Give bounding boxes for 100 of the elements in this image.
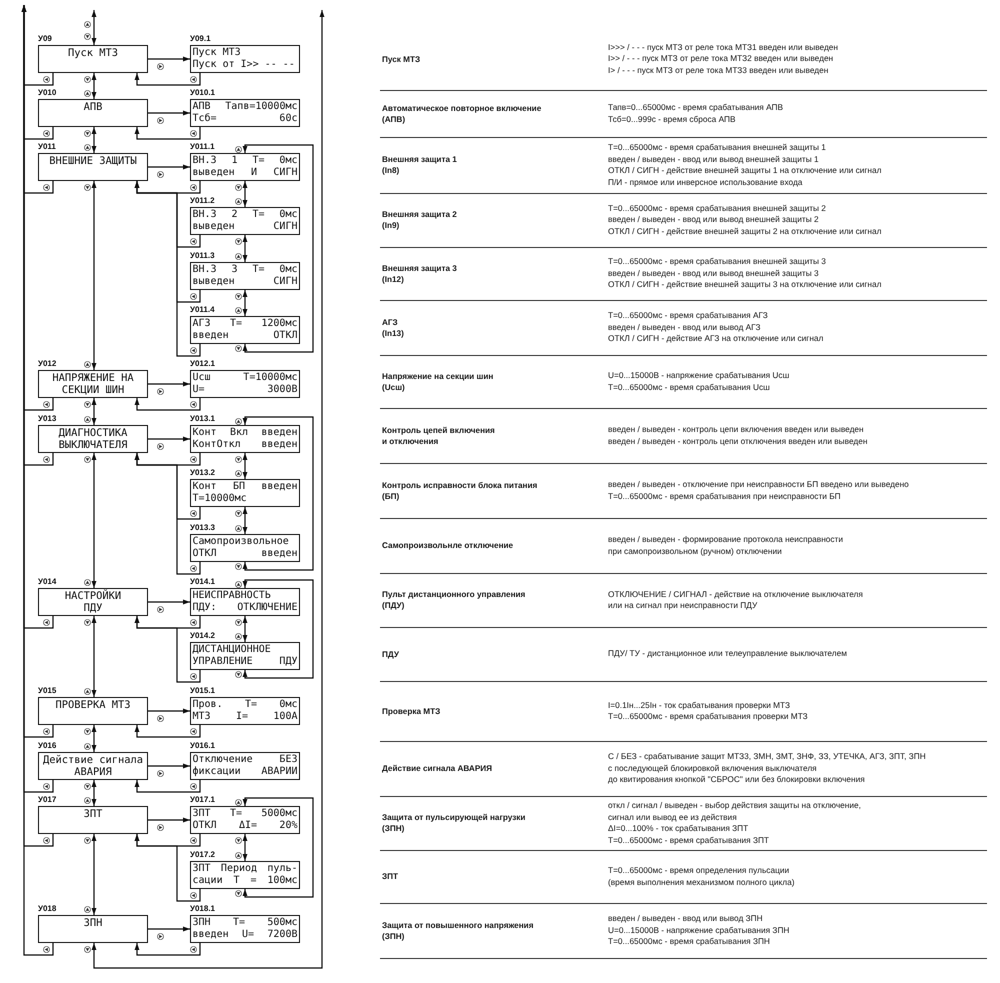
parameter-description: введен / выведен - формирование протокола неисправности при самопроизвольном (ручном) отключении <box>608 534 843 557</box>
parameter-name: Самопроизвольнле отключение <box>382 540 514 551</box>
parameter-description: Т=0...65000мс - время срабатывания Uсш <box>608 382 770 393</box>
arrow <box>242 290 248 316</box>
screen-text: ЗПТ Т= 5000мс ОТКЛ ΔI= 20% <box>192 808 298 832</box>
arrow <box>92 616 96 697</box>
arrow <box>134 780 201 793</box>
arrow <box>148 926 190 932</box>
arrow <box>242 579 314 679</box>
screen-text: ЗПТ Период пуль- сации Т = 100мс <box>192 863 298 887</box>
screen-code-label: У018 <box>38 904 56 913</box>
parameter-name: АГЗ (In13) <box>382 316 404 338</box>
arrow <box>134 453 201 575</box>
screen-code-label: У017.1 <box>190 795 215 804</box>
arrow <box>134 398 201 411</box>
arrow <box>92 181 96 370</box>
screen-code-label: У09 <box>38 34 52 43</box>
screen-text: ВН.З 3 Т= 0мс выведен СИГН <box>192 264 298 288</box>
parameter-description: Т=0...65000мс - время срабатывания при неисправности БП <box>608 490 841 502</box>
arrow <box>134 834 201 902</box>
screen-code-label: У012.1 <box>190 359 215 368</box>
parameter-description: введен / выведен - ввод или вывод внешней защиты 3 <box>608 268 819 280</box>
parameter-description: I=0.1Iн...25Iн - ток срабатывания проверки МТЗ <box>608 700 790 711</box>
screen-code-label: У018.1 <box>190 904 215 913</box>
parameter-name: Действие сигнала АВАРИЯ <box>382 763 492 774</box>
screen-text: АГЗ Т= 1200мс введен ОТКЛ <box>192 318 298 342</box>
arrow <box>134 127 201 140</box>
arrow <box>148 600 190 604</box>
arrow <box>92 453 96 588</box>
arrow <box>134 943 201 956</box>
parameter-description: Т=0...65000мс - время срабатывания проверки МТЗ <box>608 711 808 722</box>
parameter-description: ПДУ/ ТУ - дистанционное или телеуправление выключателем <box>608 648 847 660</box>
parameter-description: ОТКЛ / СИГН - действие АГЗ на отключение или сигнал <box>608 333 824 345</box>
screen-code-label: У016 <box>38 741 56 750</box>
menu-title: ЗПН <box>84 917 102 929</box>
screen-code-label: У013.2 <box>190 468 215 477</box>
parameter-description: Т=0...65000мс - время срабатывания ЗПН <box>608 936 770 948</box>
parameter-description: Тапв=0...65000мс - время срабатывания АПВ <box>608 102 784 114</box>
parameter-description: введен / выведен - контроль цепи включения введен или выведен <box>608 424 864 436</box>
arrow <box>148 818 190 822</box>
screen-text: Конт БП введен Т=10000мс <box>192 481 298 505</box>
screen-text: ДИСТАНЦИОННОЕ УПРАВЛЕНИЕ ПДУ <box>192 644 298 668</box>
parameter-name: Пуск МТЗ <box>382 54 420 64</box>
arrow <box>92 780 96 806</box>
screen-code-label: У011.4 <box>190 305 215 314</box>
arrow <box>134 616 201 683</box>
arrow <box>148 164 190 170</box>
parameter-description: I>>> / - - - пуск МТЗ от реле тока МТЗ1 введен или выведен <box>608 42 838 54</box>
screen-text: НЕИСПРАВНОСТЬ ПДУ: ОТКЛЮЧЕНИЕ <box>192 590 298 614</box>
parameter-description: Т=0...65000мс - время срабатывания АГЗ <box>608 310 768 322</box>
parameter-name: Проверка МТЗ <box>382 706 440 716</box>
screen-code-label: У013.3 <box>190 523 215 532</box>
parameter-description: I> / - - - пуск МТЗ от реле тока МТЗ3 введен или выведен <box>608 64 828 76</box>
parameter-description: U=0...15000В - напряжение срабатывания ЗПН <box>608 924 790 936</box>
arrow <box>92 10 324 969</box>
parameter-description: введен / выведен - ввод или вывод внешней защиты 2 <box>608 214 819 226</box>
screen-text: Пров. Т= 0мс МТЗ I= 100А <box>192 699 298 723</box>
arrow <box>242 507 248 534</box>
arrow <box>134 181 201 357</box>
menu-title: Действие сигнала АВАРИЯ <box>42 754 144 778</box>
screen-text: Отключение БЕЗ фиксации АВАРИИ <box>192 754 298 778</box>
parameter-description: ОТКЛ / СИГН - действие внешней защиты 2 на отключение или сигнал <box>608 226 882 238</box>
arrow <box>148 436 190 442</box>
parameter-name: Автоматическое повторное включение (АПВ) <box>382 102 542 124</box>
screen-code-label: У011.3 <box>190 251 215 260</box>
arrow <box>148 56 190 62</box>
menu-title: ЗПТ <box>84 808 102 820</box>
parameter-name: ПДУ <box>382 648 399 660</box>
parameter-name: Напряжение на секции шин (Uсш) <box>382 370 494 392</box>
parameter-description: ОТКЛ / СИГН - действие внешней защиты 1 на отключение или сигнал <box>608 165 882 176</box>
parameter-description: I>> / - - - пуск МТЗ от реле тока МТЗ2 введен или выведен <box>608 53 834 65</box>
parameter-description: ОТКЛЮЧЕНИЕ / СИГНАЛ - действие на отключение выключателя или на сигнал при неисправности ПДУ <box>608 588 863 612</box>
menu-title: НАСТРОЙКИ ПДУ <box>64 590 122 614</box>
parameter-description: Т=0...65000мс - время срабатывания внешней защиты 1 <box>608 142 826 154</box>
arrow <box>242 453 248 479</box>
parameter-description: откл / сигнал / выведен - выбор действия защиты на отключение, сигнал или вывод ее из действия <box>608 800 861 823</box>
menu-title: ВНЕШНИЕ ЗАЩИТЫ <box>49 155 137 167</box>
arrow <box>92 73 96 99</box>
parameter-description: С / БЕЗ - срабатывание защит МТЗ3, ЗМН, ЗМТ, ЗНФ, ЗЗ, УТЕЧКА, АГЗ, ЗПТ, ЗПН с последующей блокировкой включения выключателя до квитирования кнопкой "СБРОС" или без блокировки включения <box>608 751 926 786</box>
screen-text: ВН.З 1 Т= 0мс выведен И СИГН <box>192 155 298 179</box>
screen-text: Самопроизвольное ОТКЛ введен <box>192 536 298 560</box>
parameter-description: Тсб=0...999с - время сброса АПВ <box>608 114 736 125</box>
screen-code-label: У015.1 <box>190 686 215 695</box>
parameter-description: ОТКЛ / СИГН - действие внешней защиты 3 на отключение или сигнал <box>608 279 882 291</box>
parameter-description: Т=0...65000мс - время срабатывания внешней защиты 3 <box>608 256 826 268</box>
parameter-description: Т=0...65000мс - время определения пульсации (время выполнения механизмом полного цикла) <box>608 865 794 888</box>
parameter-description: ΔI=0...100% - ток срабатывания ЗПТ <box>608 823 748 834</box>
parameter-description: введен / выведен - ввод или вывод ЗПН <box>608 913 763 925</box>
screen-code-label: У013 <box>38 414 56 423</box>
screen-text: АПВ Тапв=10000мс Тсб= 60с <box>192 101 298 125</box>
parameter-description: Т=0...65000мс - время срабатывания ЗПТ <box>608 834 769 846</box>
arrow <box>148 708 190 714</box>
parameter-name: Внешняя защита 1 (In8) <box>382 154 457 176</box>
parameter-description: U=0...15000В - напряжение срабатывания Uсш <box>608 370 790 382</box>
parameter-name: Защита от пульсирующей нагрузки (ЗПН) <box>382 812 526 834</box>
screen-code-label: У016.1 <box>190 741 215 750</box>
menu-title: НАПРЯЖЕНИЕ НА СЕКЦИИ ШИН <box>52 372 134 396</box>
screen-code-label: У013.1 <box>190 414 215 423</box>
arrow <box>92 10 96 45</box>
arrow <box>134 725 201 738</box>
